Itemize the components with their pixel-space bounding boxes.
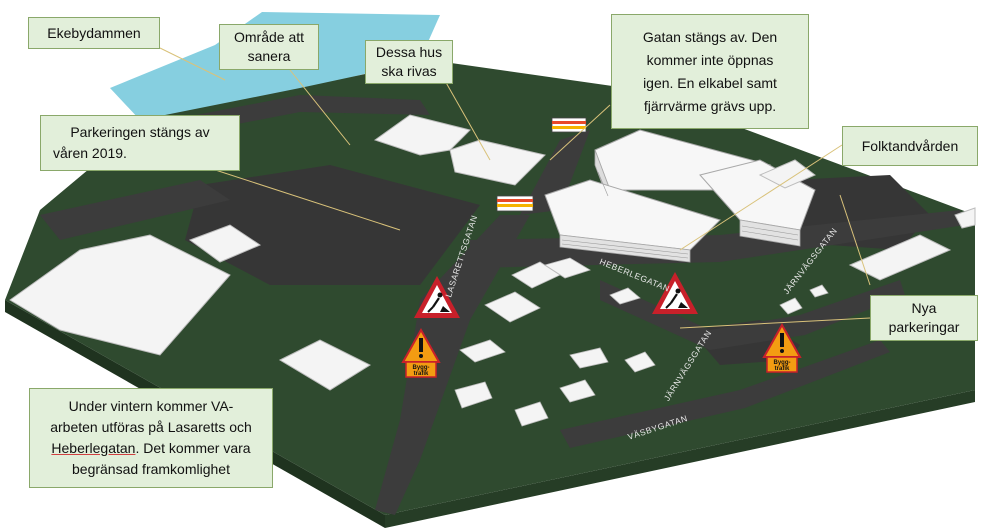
- callout-folktandvarden: Folktandvården: [842, 126, 978, 166]
- callout-nya-parkeringar: Nya parkeringar: [870, 295, 978, 341]
- callout-omrade-line2: sanera: [247, 48, 291, 64]
- roadwork-sign-west: [414, 276, 460, 318]
- ground-slab-side-right: [385, 390, 975, 528]
- demolish-building-2: [449, 139, 546, 186]
- callout-ekebydammen-text: Ekebydammen: [47, 24, 141, 41]
- callout-vinter-line3-rest: . Det kommer vara: [135, 440, 251, 456]
- road-lasarettsgatan: [375, 215, 530, 515]
- callout-folktandvarden-text: Folktandvården: [861, 137, 959, 154]
- construction-traffic-sign-west: [401, 327, 441, 378]
- road-northwest: [170, 95, 430, 135]
- callout-gatan-stangs-av: Gatan stängs av. Den kommer inte öppnas …: [611, 14, 809, 129]
- callout-vinter-line4: begränsad framkomlighet: [72, 461, 230, 477]
- heberlegatan-link: Heberlegatan: [51, 440, 136, 456]
- callout-dessa-line2: ska rivas: [381, 63, 437, 79]
- callout-gatan-line3: igen. En elkabel samt: [643, 74, 777, 91]
- callout-vinter-line3: Heberlegatan. Det kommer vara: [51, 438, 250, 459]
- callout-omrade-att-sanera: Område att sanera: [219, 24, 319, 70]
- building-sw: [278, 339, 372, 391]
- road-west: [40, 180, 230, 240]
- barrier-north: [551, 117, 587, 133]
- hospital-facade-east: [739, 219, 801, 247]
- callout-dessa-line1: Dessa hus: [375, 44, 443, 60]
- callout-under-vintern: Under vintern kommer VA- arbeten utföras…: [29, 388, 273, 488]
- building-east-2: [758, 159, 816, 189]
- callout-omrade-line1: Område att: [233, 29, 305, 45]
- hospital-facade-main: [559, 234, 691, 263]
- parking-lot-large: [185, 165, 480, 285]
- construction-sign-east-line1: Bygg-: [774, 360, 791, 366]
- building-ne: [954, 207, 976, 229]
- callout-gatan-line2: kommer inte öppnas: [646, 51, 774, 68]
- road-north: [520, 130, 590, 215]
- building-west-large: [9, 234, 231, 356]
- small-houses: [454, 257, 829, 427]
- callout-vinter-line2: arbeten utföras på Lasaretts och: [50, 419, 252, 435]
- construction-sign-east-line2: trafik: [775, 366, 790, 372]
- demolish-building-1: [373, 114, 471, 156]
- road-jarnvagsgatan: [600, 280, 905, 350]
- callout-leader-lines: [159, 47, 871, 329]
- hospital-window-rows: [561, 171, 799, 259]
- construction-sign-west-line1: Bygg-: [413, 365, 430, 371]
- callout-nya-line1: Nya: [911, 300, 937, 316]
- construction-traffic-sign-east: [762, 322, 802, 373]
- construction-sign-west-line2: trafik: [414, 371, 429, 377]
- road-heberlegatan: [470, 210, 965, 268]
- callout-dessa-hus-ska-rivas: Dessa hus ska rivas: [365, 40, 453, 84]
- roadwork-sign-east: [652, 272, 698, 314]
- callout-vinter-line1: Under vintern kommer VA-: [68, 398, 234, 414]
- barrier-south: [496, 195, 534, 212]
- road-vasbygatan: [560, 340, 890, 448]
- callout-gatan-line1: Gatan stängs av. Den: [642, 28, 778, 45]
- callout-nya-line2: parkeringar: [888, 319, 960, 335]
- callout-ekebydammen: Ekebydammen: [28, 17, 160, 49]
- callout-gatan-line4: fjärrvärme grävs upp.: [643, 97, 777, 114]
- callout-parkeringen-stangs-av: Parkeringen stängs av våren 2019.: [40, 115, 240, 171]
- callout-parkering-line1: Parkeringen stängs av: [70, 124, 210, 140]
- building-east: [848, 234, 952, 281]
- callout-parkering-line2: våren 2019.: [53, 145, 127, 161]
- building-west-small: [188, 224, 262, 263]
- hospital-roof-main: [544, 179, 721, 251]
